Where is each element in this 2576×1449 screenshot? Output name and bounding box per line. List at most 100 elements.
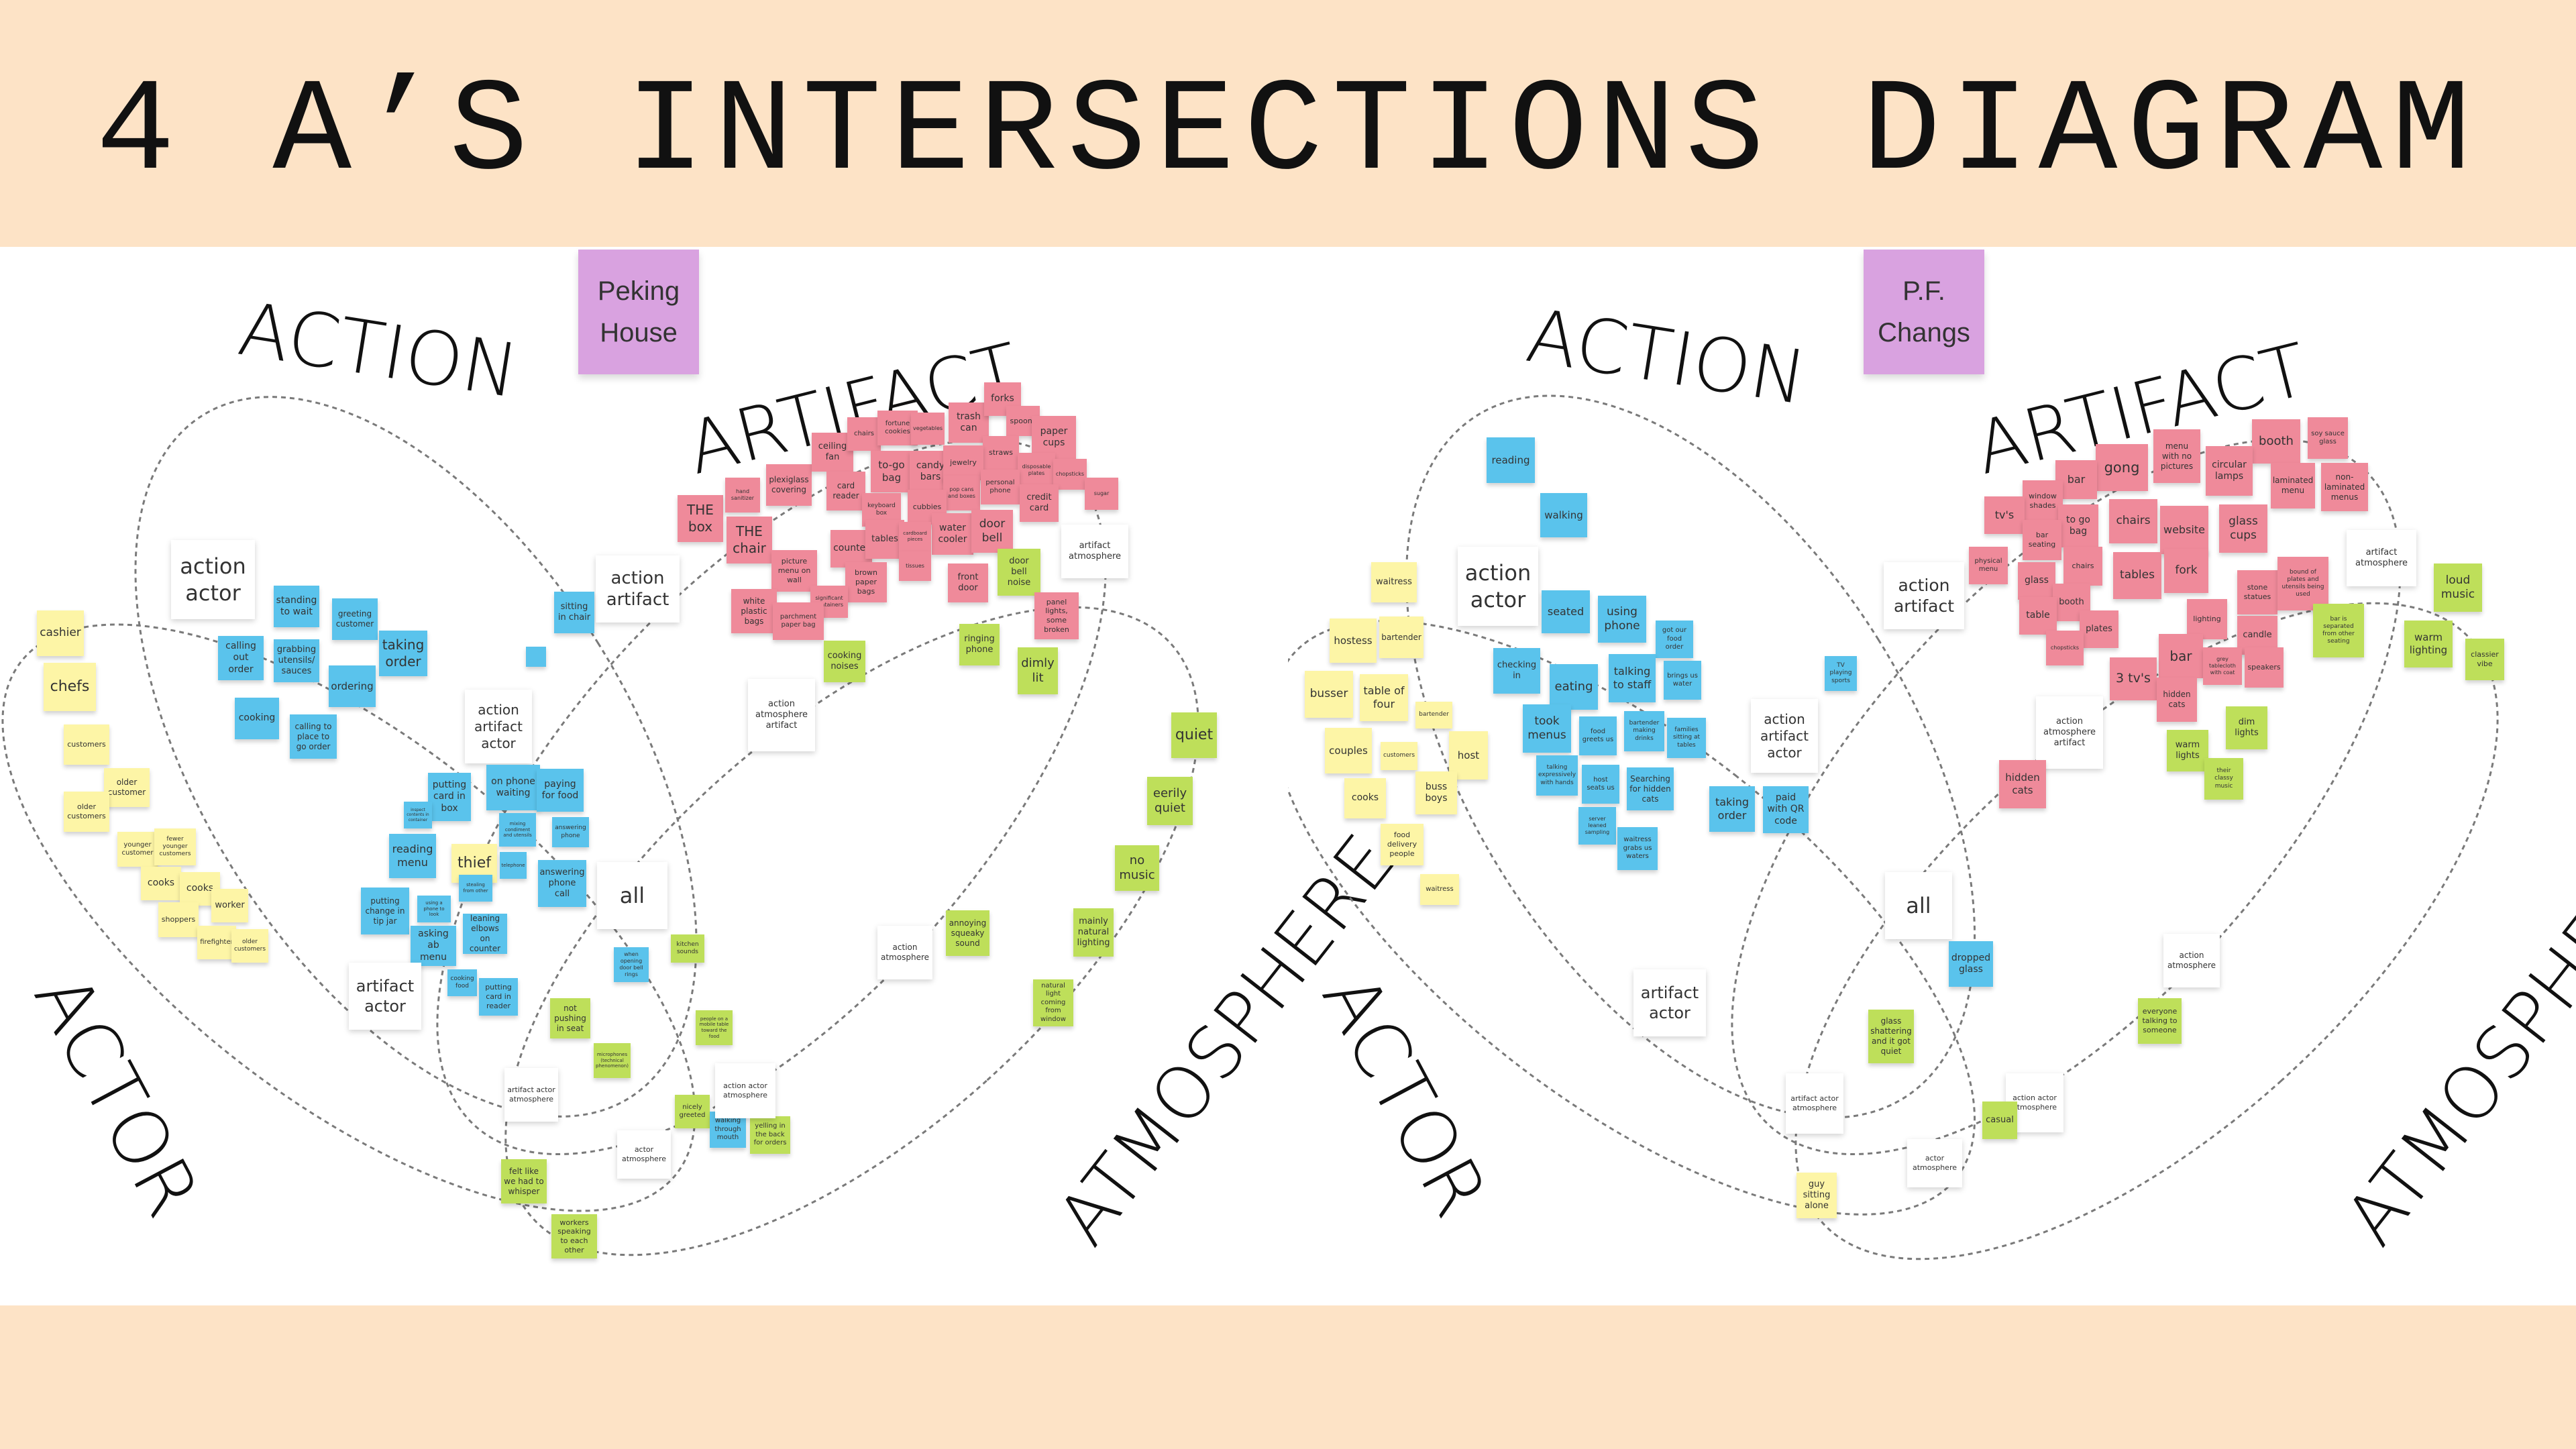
sticky-note: taking order: [1709, 786, 1755, 832]
sticky-note: stone statues: [2237, 570, 2277, 614]
sticky-note: paying for food: [537, 769, 584, 812]
sticky-note: picture menu on wall: [771, 550, 817, 592]
sticky-note: window shades: [2023, 480, 2063, 522]
sticky-note: bar is separated from other seating: [2313, 604, 2364, 657]
sticky-note: white plastic bags: [731, 589, 777, 633]
sticky-note: standing to wait: [274, 586, 319, 627]
sticky-note: cooking food: [447, 969, 477, 996]
sticky-note: brown paper bags: [845, 562, 887, 602]
sticky-note: Searching for hidden cats: [1627, 767, 1674, 810]
diagram-pf-changs: P.F. Changs ACTION ARTIFACT ACTOR ATMOSP…: [1288, 247, 2576, 1305]
sticky-note: older customer: [104, 768, 150, 807]
sticky-note: eerily quiet: [1147, 777, 1193, 825]
sticky-note: hostess: [1330, 619, 1377, 663]
sticky-note: paid with QR code: [1763, 786, 1809, 833]
sticky-note: glass cups: [2219, 504, 2267, 553]
intersection-label: all: [597, 862, 667, 929]
sticky-note: using a phone to look: [417, 896, 451, 922]
sticky-note: fork: [2164, 549, 2208, 593]
sticky-note: dim lights: [2226, 706, 2267, 749]
sticky-note: waitress: [1371, 562, 1417, 602]
intersection-label: action atmosphere artifact: [2036, 696, 2103, 769]
sticky-note: brings us water: [1664, 661, 1701, 700]
sticky-note: older customers: [64, 792, 109, 832]
intersection-label: artifact actor atmosphere: [504, 1068, 558, 1122]
sticky-note: host seats us: [1582, 765, 1619, 804]
title-banner: 4 A’S INTERSECTIONS DIAGRAM: [0, 0, 2576, 247]
sticky-note: shoppers: [158, 902, 199, 937]
sticky-note: bartender making drinks: [1624, 711, 1664, 751]
sticky-note: chairs: [847, 417, 881, 451]
sticky-note: kitchen sounds: [671, 934, 704, 963]
sticky-note: mixing condiment and utensils: [499, 813, 536, 847]
sticky-note: guy sitting alone: [1796, 1173, 1837, 1218]
sticky-note: dimly lit: [1018, 647, 1058, 694]
sticky-note: warm lighting: [2404, 621, 2453, 667]
sticky-note: host: [1449, 731, 1488, 780]
sticky-note: cooking noises: [824, 641, 865, 682]
intersection-label: artifact atmosphere: [2347, 530, 2416, 586]
sticky-note: jewelry: [943, 445, 983, 480]
sticky-note: trash can: [949, 402, 989, 443]
restaurant-tag: Peking House: [578, 250, 699, 374]
sticky-note: mainly natural lighting: [1073, 908, 1114, 957]
intersection-label: actor atmosphere: [1907, 1139, 1962, 1187]
sticky-note: sugar: [1085, 478, 1118, 510]
intersection-label: action artifact actor: [1751, 699, 1818, 773]
intersection-label: action artifact: [1884, 562, 1964, 629]
sticky-note: THE box: [678, 495, 723, 542]
sticky-note: yelling in the back for orders: [750, 1116, 790, 1154]
intersection-label: action actor: [171, 540, 255, 619]
intersection-label: action artifact: [596, 555, 680, 623]
sticky-note: counter: [830, 530, 872, 568]
sticky-note: buss boys: [1415, 771, 1457, 814]
sticky-note: lighting: [2187, 599, 2227, 639]
sticky-note: hidden cats: [2157, 678, 2197, 722]
sticky-note: checking in: [1493, 648, 1540, 694]
sticky-note: tissues: [899, 551, 931, 581]
sticky-note: asking ab menu: [411, 926, 456, 966]
sticky-note: bar: [2159, 634, 2203, 678]
intersection-label: artifact actor: [349, 963, 421, 1030]
sticky-note: everyone talking to someone: [2138, 998, 2182, 1044]
sticky-note: hidden cats: [1999, 760, 2046, 808]
sticky-note: door bell noise: [998, 549, 1040, 596]
restaurant-tag: P.F. Changs: [1864, 250, 1984, 374]
sticky-note: worker: [211, 889, 248, 922]
sticky-note: customers: [1381, 742, 1417, 770]
sticky-note: answering phone: [552, 817, 589, 847]
sticky-note: fewer younger customers: [154, 828, 196, 865]
sticky-note: answering phone call: [538, 860, 586, 907]
sticky-note: firefighter: [197, 926, 236, 959]
sticky-note: customers: [64, 724, 109, 765]
sticky-note: grey tablecloth with coat: [2203, 647, 2242, 685]
sticky-note: felt like we had to whisper: [501, 1159, 547, 1203]
sticky-note: microphones (technical phenomenon): [594, 1043, 631, 1078]
intersection-label: action actor: [1458, 547, 1538, 626]
sticky-note: tables: [865, 520, 904, 559]
sticky-note: glass: [2018, 562, 2055, 600]
sticky-note: busser: [1305, 671, 1353, 718]
sticky-note: [526, 647, 546, 667]
sticky-note: reading menu: [389, 834, 436, 878]
intersection-label: action atmosphere artifact: [748, 679, 815, 751]
sticky-note: telephone: [500, 852, 527, 879]
sticky-note: laminated menu: [2271, 463, 2315, 508]
sticky-note: disposable plates: [1018, 453, 1055, 488]
intersection-label: action atmosphere: [877, 926, 932, 979]
sticky-note: ringing phone: [959, 624, 1000, 665]
sticky-note: booth: [2053, 584, 2090, 621]
sticky-note: natural light coming from window: [1033, 979, 1073, 1026]
sticky-note: people on a mobile table toward the food: [696, 1010, 733, 1045]
sticky-note: waitress grabs us waters: [1617, 827, 1658, 870]
sticky-note: inspect contents in container: [404, 802, 432, 828]
sticky-note: gong: [2096, 444, 2148, 491]
intersection-label: action atmosphere: [2163, 934, 2220, 987]
sticky-note: grabbing utensils/ sauces: [274, 639, 319, 682]
sticky-note: casual: [1982, 1102, 2017, 1139]
sticky-note: ceiling fan: [812, 433, 853, 472]
sticky-note: bar seating: [2023, 520, 2061, 560]
sticky-note: pop cans and boxes: [943, 476, 980, 511]
sticky-note: chopsticks: [1053, 459, 1087, 490]
sticky-note: physical menu: [1969, 547, 2008, 584]
